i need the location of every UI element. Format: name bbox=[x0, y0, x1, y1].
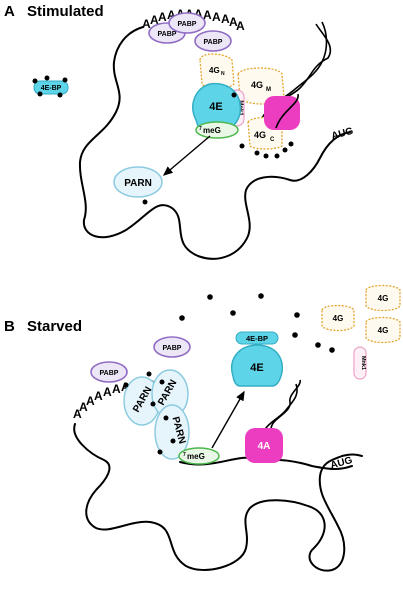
svg-text:A: A bbox=[167, 8, 176, 22]
parn-b3: PARN bbox=[154, 404, 190, 460]
svg-text:A: A bbox=[229, 15, 238, 29]
phospho-dots-a bbox=[142, 141, 294, 205]
svg-text:PABP: PABP bbox=[158, 31, 177, 38]
svg-text:A: A bbox=[73, 407, 82, 421]
mrna-strand-b bbox=[73, 423, 363, 572]
free-dots-b bbox=[179, 293, 335, 353]
pabp-a2: PABP bbox=[168, 12, 206, 34]
cap-a: 7 meG bbox=[195, 121, 239, 139]
svg-text:7: 7 bbox=[199, 126, 202, 132]
helix-b bbox=[261, 379, 301, 435]
panel-a: A Stimulated A A A A A A A A A A A A PAB… bbox=[4, 3, 355, 260]
svg-text:4E: 4E bbox=[209, 101, 222, 113]
svg-text:A: A bbox=[194, 7, 203, 21]
pabp-b1: PABP bbox=[153, 336, 191, 358]
svg-text:7: 7 bbox=[183, 452, 186, 458]
svg-text:A: A bbox=[94, 389, 103, 403]
panel-b: B Starved A A A A A A A A A A bbox=[4, 284, 401, 572]
svg-text:4E-BP: 4E-BP bbox=[246, 334, 268, 343]
svg-text:PABP: PABP bbox=[163, 345, 182, 352]
svg-text:4E-BP: 4E-BP bbox=[41, 85, 62, 92]
svg-text:4G: 4G bbox=[378, 326, 389, 335]
svg-text:PABP: PABP bbox=[100, 370, 119, 377]
svg-text:M: M bbox=[266, 87, 271, 93]
svg-text:A: A bbox=[103, 385, 112, 399]
svg-text:4A: 4A bbox=[258, 441, 271, 452]
svg-text:meG: meG bbox=[203, 126, 221, 135]
svg-text:4G: 4G bbox=[209, 66, 220, 75]
svg-text:A: A bbox=[221, 12, 230, 26]
svg-text:A: A bbox=[203, 8, 212, 22]
eif4g-fragment-b1: 4G bbox=[365, 284, 401, 312]
eif4a-b: 4A bbox=[245, 428, 283, 463]
svg-text:meG: meG bbox=[187, 452, 205, 461]
svg-text:A: A bbox=[236, 19, 245, 33]
eif4g-fragment-b3: 4G bbox=[365, 316, 401, 344]
parn-b1: PARN bbox=[123, 376, 161, 426]
svg-text:PABP: PABP bbox=[204, 39, 223, 46]
svg-text:4G: 4G bbox=[333, 314, 344, 323]
svg-text:PABP: PABP bbox=[178, 21, 197, 28]
svg-text:A: A bbox=[142, 17, 151, 31]
aug-label-a: AUG bbox=[330, 126, 355, 142]
parn-dots-b bbox=[123, 371, 176, 455]
svg-text:N: N bbox=[221, 71, 225, 77]
svg-text:A: A bbox=[150, 13, 159, 27]
svg-text:4G: 4G bbox=[378, 294, 389, 303]
eif4e-a: 4E bbox=[192, 82, 242, 127]
svg-text:4G: 4G bbox=[251, 80, 263, 90]
mnk1-b: Mnk1 bbox=[353, 346, 367, 380]
panel-b-title: Starved bbox=[27, 318, 82, 335]
pabp-a3: PABP bbox=[194, 30, 232, 52]
panel-a-letter: A bbox=[4, 3, 15, 20]
cap-b: 7 meG bbox=[178, 447, 220, 465]
free-4ebp-a: 4E-BP bbox=[32, 75, 69, 98]
svg-text:A: A bbox=[212, 10, 221, 24]
svg-text:PARN: PARN bbox=[124, 178, 152, 189]
arrow-a bbox=[162, 135, 211, 176]
arrow-b bbox=[211, 390, 245, 449]
panel-a-title: Stimulated bbox=[27, 3, 104, 20]
eif4e-4ebp-complex-b: 4E-BP 4E bbox=[231, 331, 284, 387]
parn-a: PARN bbox=[113, 166, 163, 198]
svg-text:4G: 4G bbox=[254, 130, 266, 140]
panel-b-letter: B bbox=[4, 318, 15, 335]
eif4a-a bbox=[264, 96, 300, 130]
eif4g-fragment-b2: 4G bbox=[321, 304, 355, 332]
svg-text:C: C bbox=[270, 137, 275, 143]
pabp-b2: PABP bbox=[90, 361, 128, 383]
svg-text:A: A bbox=[158, 10, 167, 24]
svg-text:4E: 4E bbox=[250, 362, 263, 374]
mrna-strand-a bbox=[78, 26, 351, 260]
svg-text:Mnk1: Mnk1 bbox=[360, 356, 366, 370]
svg-text:A: A bbox=[86, 394, 95, 408]
svg-text:A: A bbox=[112, 382, 121, 396]
svg-text:A: A bbox=[79, 400, 88, 414]
